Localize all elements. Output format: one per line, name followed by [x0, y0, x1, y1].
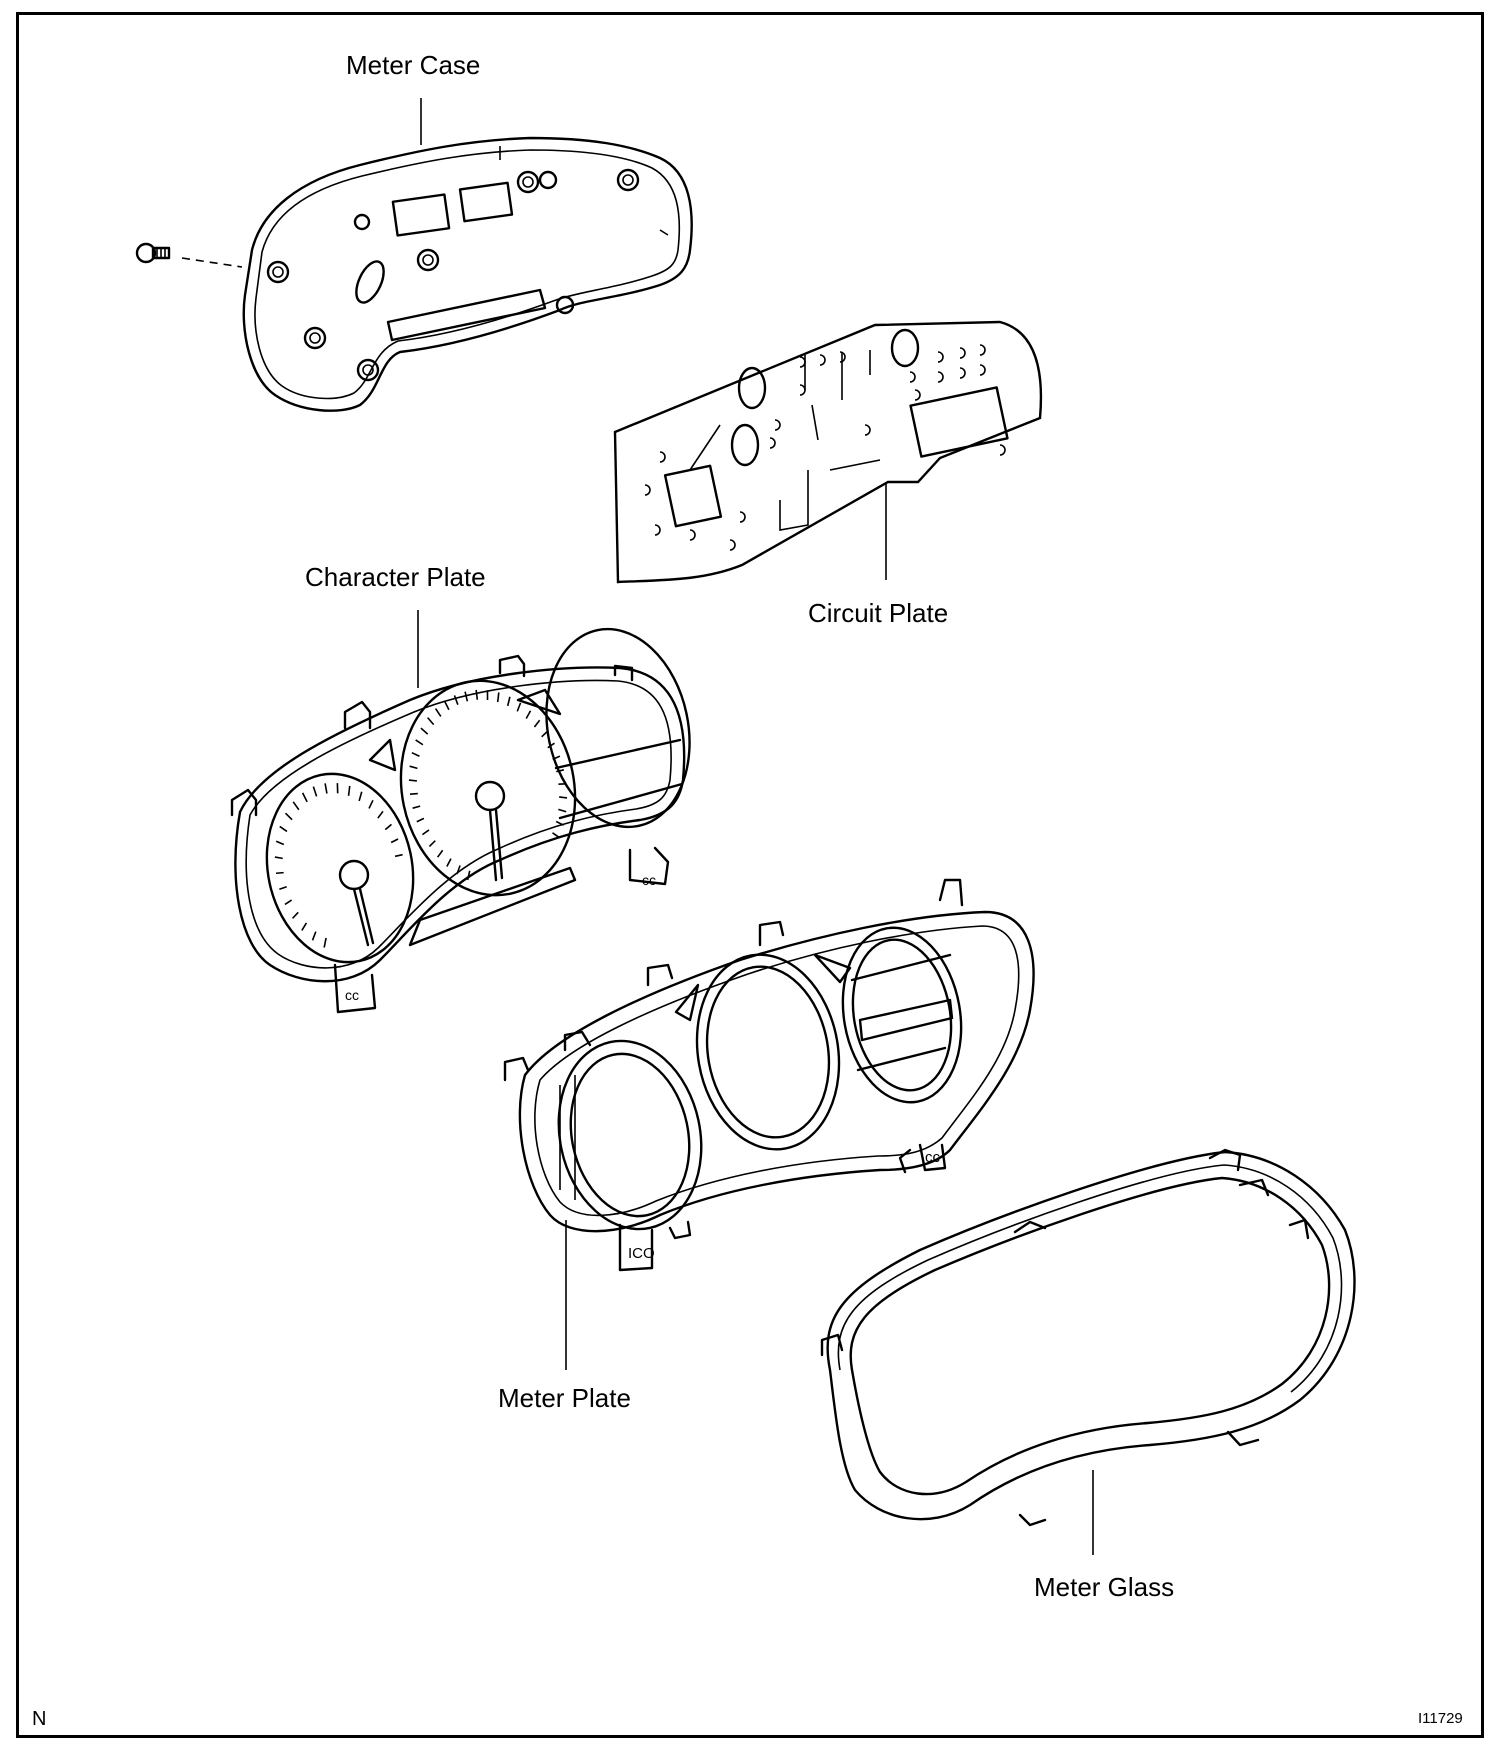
gauge-tick: [420, 727, 429, 735]
gauge-tick: [416, 817, 425, 823]
gauge-tick: [377, 810, 384, 819]
label-meter-case: Meter Case: [346, 50, 481, 80]
gauge-tick: [394, 853, 403, 858]
gauge-tick: [301, 792, 308, 803]
gauge-tick: [312, 786, 318, 797]
gauge-tick: [533, 719, 541, 728]
label-character-plate: Character Plate: [305, 562, 486, 592]
gauge-tick: [506, 696, 511, 707]
gauge-tick: [456, 865, 461, 875]
meter-glass-part: [820, 1148, 1356, 1555]
gauge-tick: [284, 812, 293, 821]
gauge-tick: [279, 825, 288, 833]
gauge-tick: [443, 700, 450, 711]
gauge-tick: [464, 691, 469, 702]
gauge-tick: [466, 870, 471, 881]
character-plate-part: cc cc: [230, 610, 691, 1014]
corner-left-code: N: [32, 1708, 47, 1730]
circuit-plate-part: [613, 320, 1043, 584]
gauge-tick: [446, 858, 452, 867]
gauge-tick: [421, 829, 430, 836]
gauge-tick: [411, 751, 420, 757]
gauge-tick: [475, 689, 479, 700]
gauge-tick: [292, 801, 300, 811]
gauge-tick: [558, 808, 567, 813]
gauge-tick: [311, 931, 317, 941]
diagram-frame: [16, 12, 1484, 1738]
gauge-tick: [409, 792, 418, 796]
gauge-tick: [555, 820, 565, 826]
gauge-tick: [368, 799, 374, 809]
label-meter-plate: Meter Plate: [498, 1383, 631, 1413]
label-meter-glass: Meter Glass: [1034, 1572, 1175, 1602]
label-circuit-plate: Circuit Plate: [808, 598, 949, 628]
gauge-tick: [525, 710, 532, 719]
gauge-tick: [408, 779, 417, 782]
meter-case-part: [135, 98, 693, 412]
gauge-tick: [284, 899, 293, 906]
figure-id: I11729: [1418, 1710, 1463, 1727]
svg-text:cc: cc: [345, 987, 359, 1003]
gauge-tick: [556, 769, 565, 773]
gauge-tick: [453, 695, 459, 705]
gauge-tick: [559, 796, 568, 799]
svg-text:cc: cc: [642, 872, 656, 888]
gauge-tick: [275, 871, 284, 875]
gauge-tick: [301, 922, 308, 931]
gauge-tick: [409, 765, 418, 770]
gauge-tick: [390, 838, 399, 844]
svg-text:cc: cc: [925, 1149, 941, 1166]
gauge-tick: [541, 730, 549, 738]
gauge-tick: [427, 717, 435, 726]
gauge-tick: [516, 702, 522, 712]
gauge-tick: [384, 823, 392, 831]
gauge-tick: [415, 739, 424, 746]
svg-text:ICO: ICO: [628, 1245, 655, 1262]
gauge-tick: [358, 791, 363, 802]
gauge-tick: [412, 805, 421, 809]
gauge-tick: [436, 849, 444, 858]
gauge-tick: [552, 755, 561, 761]
gauge-tick: [275, 840, 285, 846]
gauge-tick: [274, 856, 283, 860]
gauge-tick: [279, 885, 287, 890]
gauge-tick: [347, 785, 351, 796]
gauge-tick: [552, 832, 561, 839]
gauge-tick: [547, 742, 555, 749]
screw: [135, 242, 171, 264]
gauge-tick: [291, 911, 299, 919]
gauge-tick: [428, 840, 436, 848]
gauge-tick: [324, 783, 328, 794]
gauge-tick: [434, 708, 442, 717]
gauge-tick: [323, 937, 327, 948]
meter-plate-part: ICO cc: [503, 878, 1035, 1370]
gauge-tick: [496, 692, 500, 703]
